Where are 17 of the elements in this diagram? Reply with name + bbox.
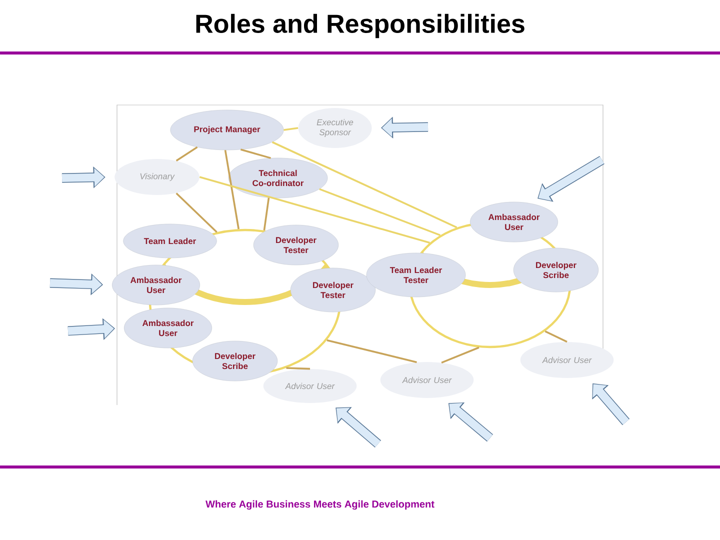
connector-line: [224, 150, 240, 230]
block-arrow: [336, 407, 382, 448]
connector-line: [272, 141, 458, 228]
block-arrow: [538, 156, 604, 202]
connector-line: [199, 176, 430, 244]
connector-line: [544, 330, 568, 343]
title: Roles and Responsibilities: [196, 14, 524, 38]
tagline: Where Agile Business Meets Agile Development: [206, 500, 434, 510]
connector-line: [176, 192, 218, 233]
connector-line: [284, 127, 298, 131]
connector-line: [286, 367, 310, 370]
connector-line: [319, 188, 441, 236]
connector-line: [240, 148, 271, 159]
connector-line: [441, 346, 480, 364]
connector-line: [263, 198, 270, 230]
connector-line: [326, 339, 417, 364]
connector-line: [176, 146, 198, 162]
